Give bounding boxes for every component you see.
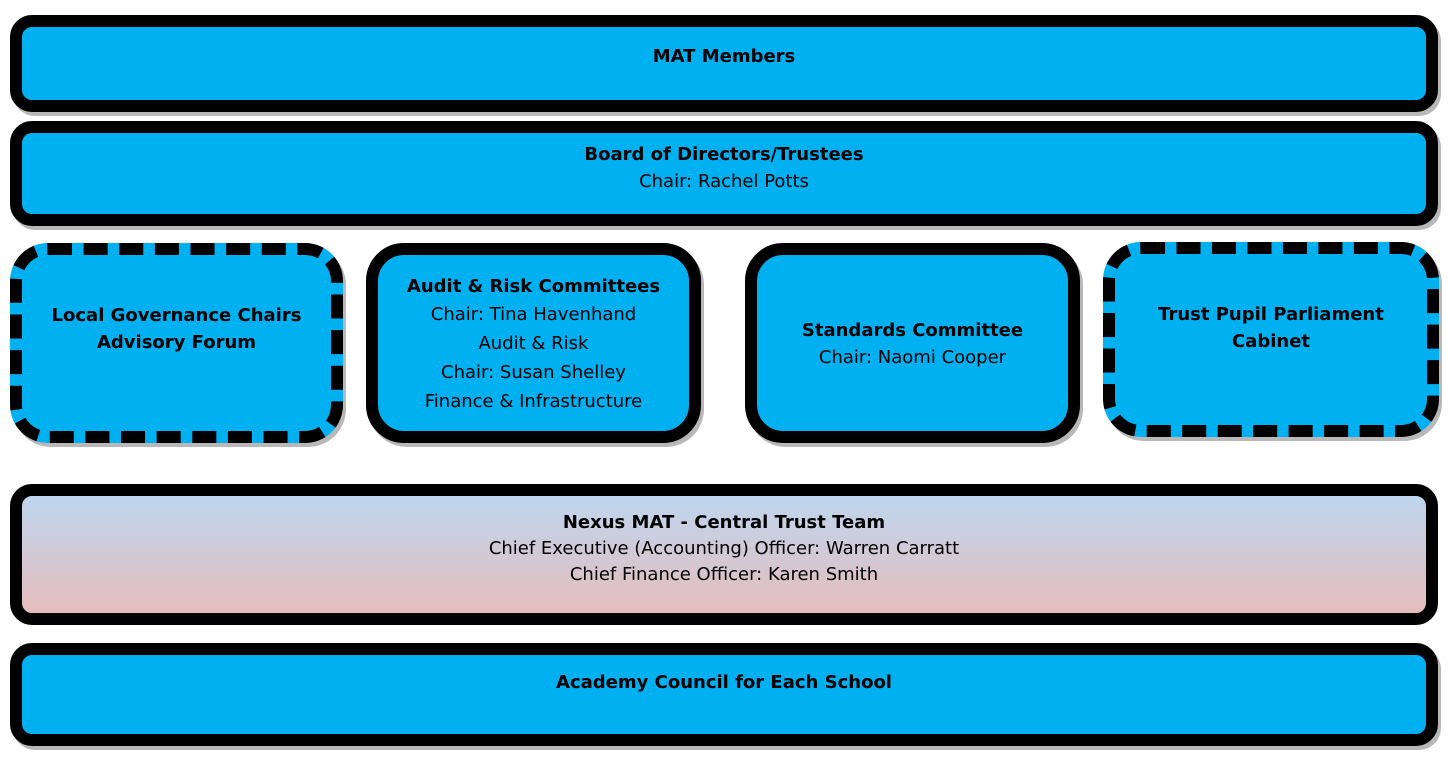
local-governance-title-line1: Local Governance Chairs: [51, 305, 302, 326]
standards-box: Standards Committee Chair: Naomi Cooper: [745, 243, 1080, 443]
pupil-parliament-box: Trust Pupil Parliament Cabinet: [1103, 242, 1439, 437]
central-team-box: Nexus MAT - Central Trust Team Chief Exe…: [10, 484, 1438, 625]
standards-title: Standards Committee: [801, 320, 1024, 341]
central-team-ceo: Chief Executive (Accounting) Officer: Wa…: [488, 537, 960, 559]
audit-risk-line: Finance & Infrastructure: [424, 390, 643, 412]
standards-chair: Chair: Naomi Cooper: [818, 347, 1007, 368]
mat-members-title: MAT Members: [652, 46, 796, 67]
pupil-parliament-title-line2: Cabinet: [1231, 330, 1311, 352]
audit-risk-title: Audit & Risk Committees: [406, 275, 661, 297]
mat-members-box: MAT Members: [10, 15, 1438, 112]
pupil-parliament-title-line1: Trust Pupil Parliament: [1158, 303, 1384, 325]
board-chair: Chair: Rachel Potts: [639, 170, 809, 192]
audit-risk-box: Audit & Risk Committees Chair: Tina Have…: [366, 243, 701, 443]
local-governance-title-line2: Advisory Forum: [96, 332, 257, 353]
board-title: Board of Directors/Trustees: [584, 143, 864, 165]
central-team-title: Nexus MAT - Central Trust Team: [562, 511, 886, 533]
audit-risk-line: Chair: Tina Havenhand: [430, 303, 637, 325]
academy-council-box: Academy Council for Each School: [10, 643, 1438, 746]
local-governance-box: Local Governance Chairs Advisory Forum: [10, 243, 343, 443]
central-team-cfo: Chief Finance Officer: Karen Smith: [569, 563, 879, 585]
academy-council-title: Academy Council for Each School: [556, 671, 892, 693]
audit-risk-line: Chair: Susan Shelley: [441, 361, 626, 383]
board-box: Board of Directors/Trustees Chair: Rache…: [10, 121, 1438, 226]
audit-risk-line: Audit & Risk: [478, 332, 589, 354]
